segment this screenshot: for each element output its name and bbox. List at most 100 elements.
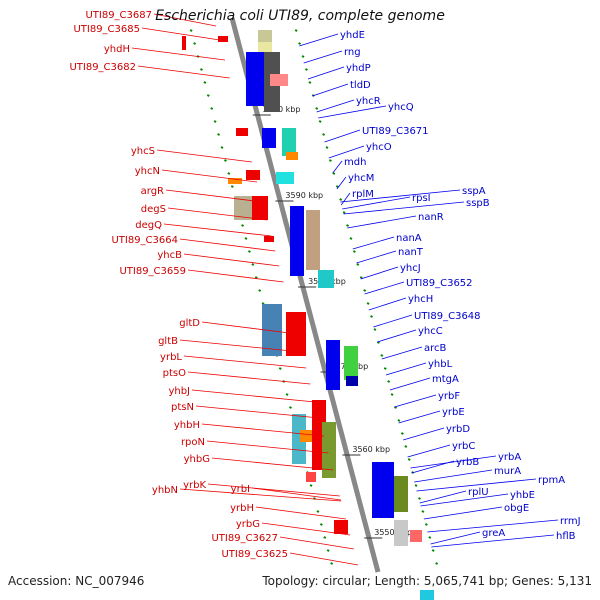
gene-feature — [282, 128, 296, 156]
left-gene-label: UTI89_C3659 — [119, 266, 186, 277]
right-gene-connector — [328, 145, 365, 159]
left-gene-label: yhbJ — [168, 386, 190, 397]
gc-skew-dot — [261, 302, 265, 305]
left-gene-label: yhbN — [152, 485, 178, 496]
gc-skew-dot — [308, 81, 312, 84]
right-gene-label: rpsI — [412, 193, 431, 204]
gc-skew-dot — [294, 29, 298, 32]
right-gene-connector — [389, 377, 431, 391]
right-gene-connector — [416, 478, 537, 492]
left-gene-connector — [191, 389, 316, 403]
right-gene-label: yrbD — [446, 424, 470, 435]
genome-backbone — [229, 17, 381, 573]
gene-feature — [292, 414, 306, 464]
right-gene-connector — [423, 506, 503, 520]
left-gene-connector — [165, 189, 263, 203]
scale-label: 3560 kbp — [352, 445, 390, 454]
right-gene-label: rplU — [468, 487, 489, 498]
right-gene-label: yhcM — [348, 173, 374, 184]
gc-skew-dot — [199, 68, 203, 71]
left-gene-label: UTI89_C3685 — [73, 24, 140, 35]
left-gene-connector — [279, 536, 354, 550]
right-gene-connector — [402, 427, 445, 441]
left-gene-connector — [261, 522, 351, 536]
left-gene-label: argR — [141, 186, 164, 197]
left-gene-connector — [187, 269, 284, 283]
gene-feature — [318, 270, 334, 288]
left-gene-connector — [289, 552, 359, 566]
gc-skew-dot — [366, 302, 370, 305]
gene-feature — [410, 530, 422, 542]
gc-skew-dot — [356, 263, 360, 266]
right-gene-connector — [419, 490, 467, 504]
gc-skew-dot — [363, 289, 367, 292]
left-gene-label: degS — [141, 204, 166, 215]
left-gene-label: UTI89_C3682 — [69, 62, 136, 73]
gene-feature — [218, 36, 228, 42]
right-gene-connector — [324, 129, 361, 143]
gc-skew-dot — [359, 276, 363, 279]
left-gene-connector — [137, 65, 230, 79]
gc-skew-dot — [247, 250, 251, 253]
right-gene-connector — [316, 99, 355, 113]
gc-skew-dot — [435, 562, 439, 565]
gc-skew-track-left — [189, 29, 334, 565]
gene-feature — [258, 42, 272, 54]
gene-feature — [258, 30, 272, 42]
gene-feature — [228, 178, 242, 184]
gene-feature — [264, 236, 274, 242]
right-gene-label: UTI89_C3648 — [414, 311, 481, 322]
gene-feature — [262, 304, 282, 356]
right-gene-label: sspA — [462, 186, 486, 197]
right-gene-label: yrbA — [498, 452, 521, 463]
left-gene-label: yrbI — [231, 484, 250, 495]
right-gene-connector — [427, 519, 559, 533]
right-gene-label: rng — [344, 47, 361, 58]
gc-skew-dot — [383, 367, 387, 370]
right-gene-label: yhdE — [340, 30, 365, 41]
gc-skew-dot — [346, 224, 349, 227]
right-gene-label: rrmJ — [560, 516, 581, 527]
right-gene-connector — [347, 215, 417, 229]
left-gene-connector — [153, 13, 217, 27]
gc-skew-dot — [421, 510, 425, 513]
topology-label: Topology: circular; Length: 5,065,741 bp… — [262, 574, 592, 588]
gc-skew-dot — [323, 536, 327, 539]
right-gene-label: nanA — [396, 233, 422, 244]
scale-label: 3550 kbp — [374, 528, 412, 537]
gc-skew-dot — [230, 185, 234, 188]
left-gene-label: UTI89_C3687 — [85, 10, 152, 21]
gene-feature — [306, 472, 316, 482]
left-gene-label: UTI89_C3627 — [211, 533, 278, 544]
gene-feature — [286, 152, 298, 160]
left-gene-connector — [156, 149, 252, 163]
right-gene-connector — [343, 201, 465, 215]
gene-feature — [246, 52, 264, 106]
right-gene-connector — [299, 33, 339, 47]
gc-skew-dot — [210, 107, 214, 110]
right-gene-label: sspB — [466, 198, 490, 209]
gene-feature — [394, 520, 408, 546]
gc-skew-dot — [370, 315, 373, 318]
gc-skew-dot — [254, 276, 258, 279]
right-gene-label: hflB — [556, 531, 576, 542]
gene-feature — [236, 128, 248, 136]
right-gene-label: mtgA — [432, 374, 459, 385]
gc-skew-dot — [217, 133, 221, 136]
gc-skew-dot — [304, 68, 308, 71]
left-gene-label: yhbG — [184, 454, 210, 465]
right-gene-label: UTI89_C3652 — [406, 278, 473, 289]
left-gene-connector — [201, 423, 325, 437]
gene-feature — [252, 196, 268, 220]
left-gene-connector — [183, 253, 280, 267]
right-gene-label: yrbC — [452, 441, 475, 452]
gene-feature — [372, 462, 394, 518]
gc-skew-dot — [342, 211, 346, 214]
right-gene-connector — [385, 362, 427, 376]
gene-feature — [182, 36, 186, 50]
left-gene-label: yhcS — [131, 146, 155, 157]
gc-skew-dot — [318, 120, 322, 123]
left-gene-connector — [195, 405, 320, 419]
